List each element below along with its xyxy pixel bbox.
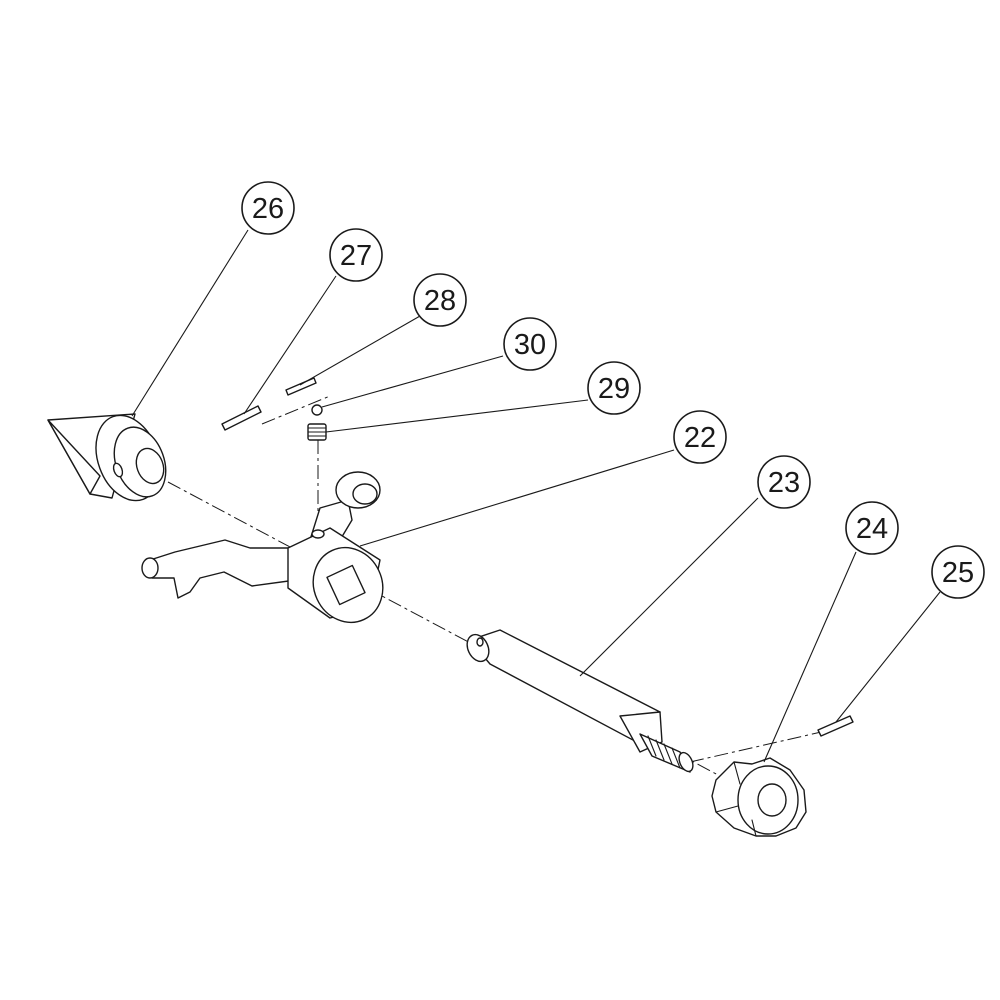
- part-23-threaded-shaft: [466, 629, 694, 773]
- callout-25: 25: [931, 545, 985, 599]
- leader-26: [131, 229, 249, 417]
- callout-27: 27: [329, 228, 383, 282]
- leader-29: [325, 399, 589, 433]
- part-28-pin: [285, 377, 317, 396]
- callout-24: 24: [845, 501, 899, 555]
- part-24-knurled-knob: [711, 757, 807, 837]
- callout-label: 29: [598, 373, 630, 405]
- callout-label: 26: [252, 193, 284, 225]
- callout-22: 22: [673, 410, 727, 464]
- callout-label: 24: [856, 513, 888, 545]
- callout-label: 22: [684, 422, 716, 454]
- leader-30: [321, 355, 504, 408]
- leader-27: [243, 275, 337, 415]
- leader-25: [835, 591, 941, 723]
- leader-23: [579, 497, 759, 677]
- part-22-lever-hub: [141, 471, 384, 624]
- callout-26: 26: [241, 181, 295, 235]
- leader-28: [299, 315, 421, 386]
- callout-label: 27: [340, 240, 372, 272]
- leader-lines: [131, 229, 941, 763]
- part-27-pin: [221, 405, 262, 431]
- assembly-axes: [167, 395, 831, 777]
- part-25-pin: [817, 715, 854, 737]
- part-26-cone-guide: [47, 413, 167, 502]
- leader-22: [359, 449, 675, 547]
- callout-label: 28: [424, 285, 456, 317]
- callout-28: 28: [413, 273, 467, 327]
- callout-29: 29: [587, 361, 641, 415]
- callout-label: 30: [514, 329, 546, 361]
- callout-23: 23: [757, 455, 811, 509]
- callout-label: 25: [942, 557, 974, 589]
- part-30-ball: [311, 404, 323, 416]
- callout-label: 23: [768, 467, 800, 499]
- leader-24: [763, 551, 857, 763]
- callout-30: 30: [503, 317, 557, 371]
- part-29-set-screw: [307, 423, 327, 441]
